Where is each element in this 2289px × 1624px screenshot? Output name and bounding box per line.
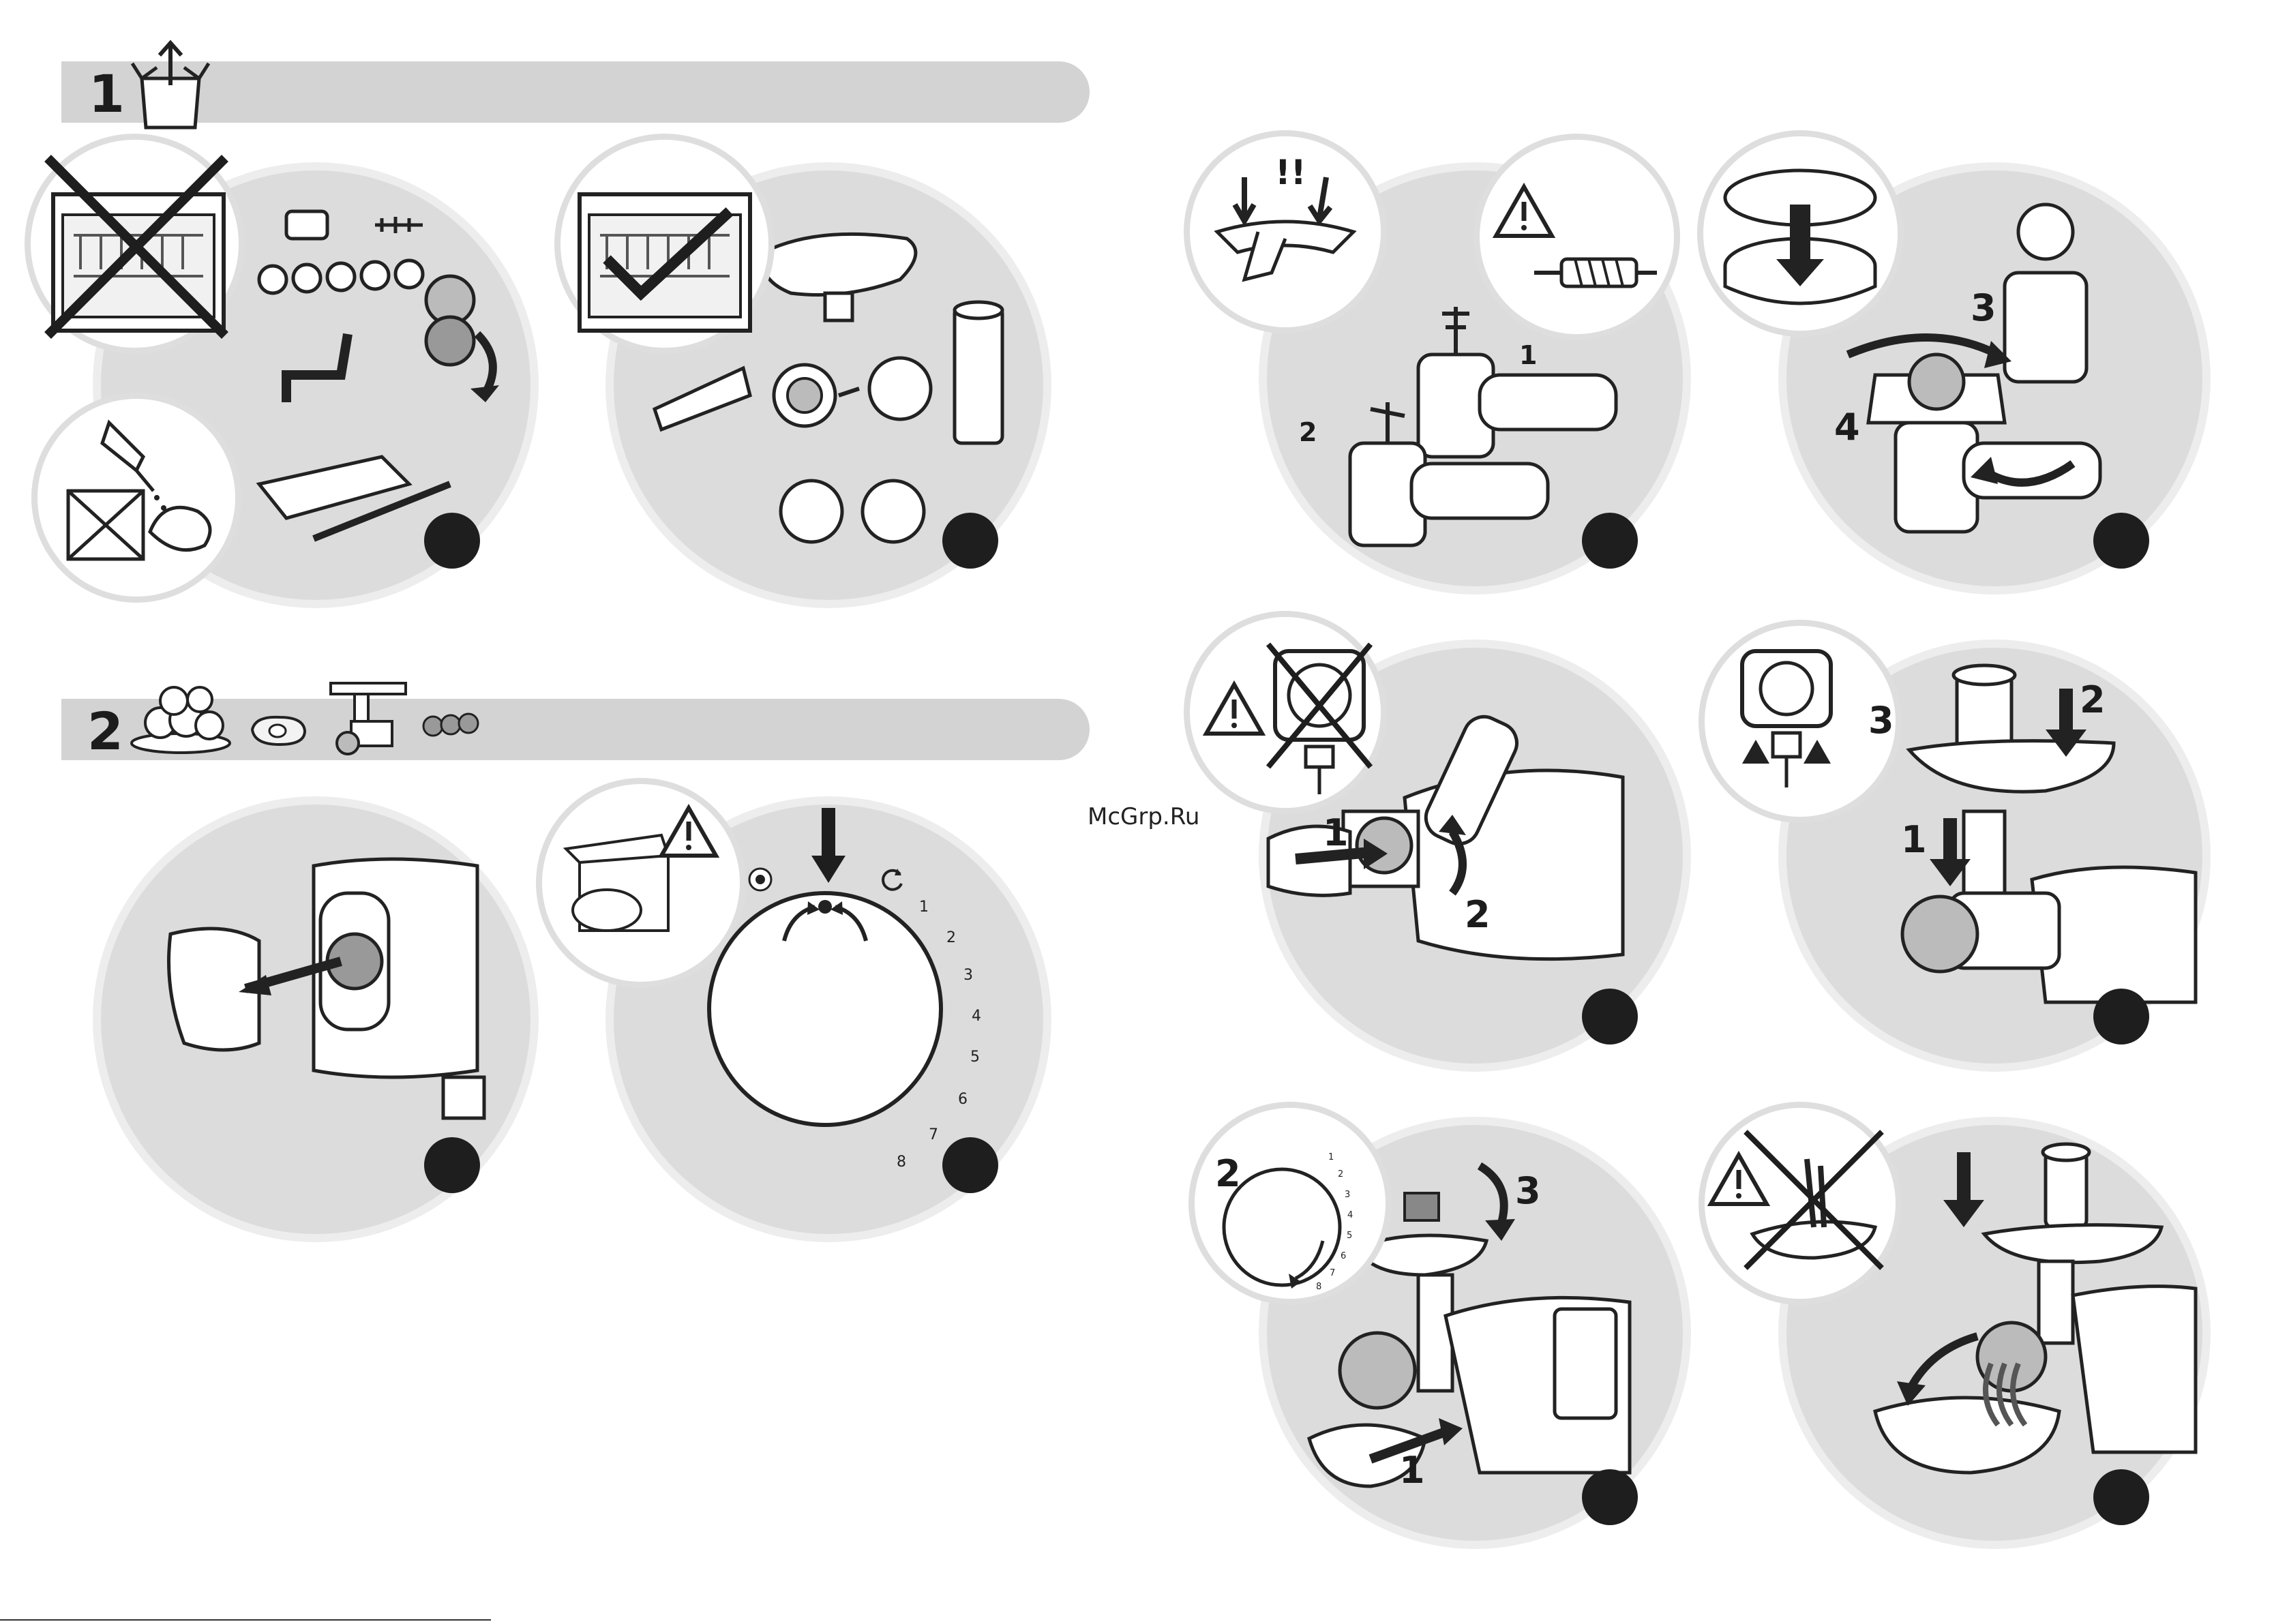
plug-crossed-icon <box>1268 644 1371 794</box>
watermark: McGrp.Ru <box>1088 803 1199 830</box>
small-dial-number-7: 7 <box>1330 1268 1335 1278</box>
step-dot-1a <box>424 513 480 569</box>
rotate-icon <box>880 866 907 893</box>
dial-number-4: 4 <box>972 1008 981 1025</box>
section-2-number: 2 <box>87 706 123 757</box>
dial-number-2: 2 <box>946 929 956 946</box>
mixer-with-warning-icon <box>552 808 730 958</box>
step-dot-4 <box>2093 513 2149 569</box>
dial-number-7: 7 <box>929 1126 938 1143</box>
step-label-3: 3 <box>1515 1173 1541 1209</box>
section-1-number: 1 <box>89 68 125 120</box>
step-dot-3 <box>1582 513 1638 569</box>
step-label-2: 2 <box>1465 897 1491 933</box>
small-dial-number-4: 4 <box>1347 1210 1353 1220</box>
dial-number-5: 5 <box>970 1049 980 1066</box>
step-label-1: 1 <box>1901 822 1927 858</box>
step-label-1: 1 <box>1519 342 1537 368</box>
small-dial-icon <box>1221 1159 1357 1295</box>
small-dial-number-5: 5 <box>1347 1231 1352 1241</box>
small-dial-number-3: 3 <box>1345 1190 1350 1200</box>
hand-wash-sponge-icon <box>61 416 225 566</box>
step-dot-2b <box>942 1137 998 1193</box>
step-label-1: 1 <box>1323 815 1349 852</box>
pulse-icon <box>747 866 774 893</box>
step-label-2: 2 <box>2080 682 2106 719</box>
warning-icon <box>1203 682 1265 736</box>
step-label-3: 3 <box>1868 702 1894 739</box>
step-label-1: 1 <box>1399 1452 1425 1489</box>
dial-number-8: 8 <box>897 1154 906 1171</box>
open-box-icon <box>130 37 211 133</box>
screw-icon <box>1534 245 1657 300</box>
small-dial-number-8: 8 <box>1316 1282 1321 1292</box>
step-label-4: 4 <box>1834 409 1860 446</box>
remove-cover-illustration <box>157 852 511 1166</box>
step-dot-5 <box>1582 989 1638 1044</box>
warning-icon <box>1493 184 1555 239</box>
step-dot-6 <box>2093 989 2149 1044</box>
speed-dial-illustration <box>695 879 968 1152</box>
step-label-3: 3 <box>1971 290 1996 327</box>
small-dial-number-6: 6 <box>1341 1251 1346 1261</box>
step-label-2: 2 <box>1215 1156 1241 1192</box>
step-dot-7 <box>1582 1469 1638 1525</box>
dial-number-1: 1 <box>919 899 929 916</box>
dial-number-6: 6 <box>958 1091 968 1108</box>
bottom-rule <box>0 1619 491 1621</box>
arrow-down-icon <box>811 808 846 883</box>
small-dial-number-2: 2 <box>1338 1169 1343 1179</box>
grinder-tray-illustration <box>1909 661 2196 1029</box>
alert-marks: !! <box>1275 155 1306 190</box>
meat-grinder-parts-illustration <box>245 198 532 580</box>
meatballs-meat-grinder-icon <box>133 675 501 757</box>
checkmark-icon <box>600 205 736 314</box>
hand-in-tray-crossed-icon <box>1746 1132 1882 1275</box>
mince-output-illustration <box>1855 1139 2196 1520</box>
cutting-plate-icon <box>1715 157 1885 314</box>
step-label-2: 2 <box>1299 419 1317 445</box>
section-1-header-bar <box>61 61 1090 123</box>
step-dot-1b <box>942 513 998 569</box>
small-dial-number-1: 1 <box>1328 1152 1334 1162</box>
cross-out-icon <box>41 151 232 342</box>
step-dot-2a <box>424 1137 480 1193</box>
dial-number-3: 3 <box>963 967 973 984</box>
step-dot-8 <box>2093 1469 2149 1525</box>
